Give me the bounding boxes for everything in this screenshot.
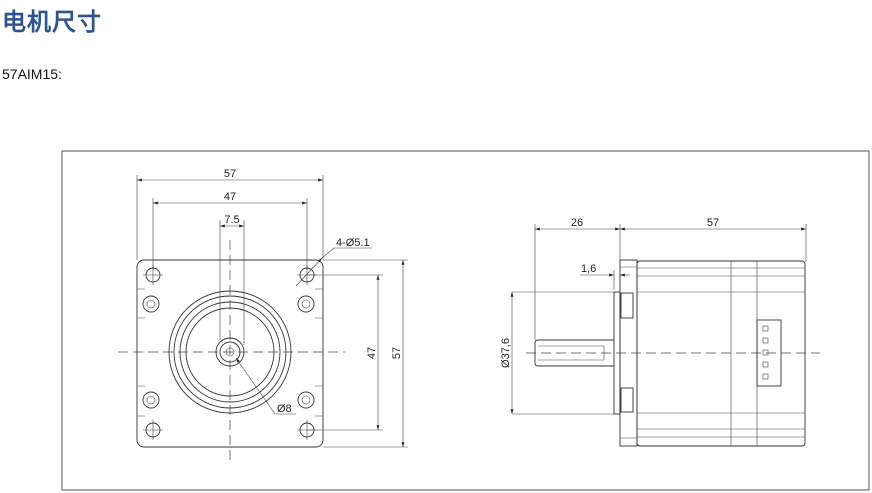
dim-body-length-57: 57 <box>707 217 719 229</box>
front-view: 57 47 7.5 47 57 4-Ø5.1 Ø8 <box>118 168 408 460</box>
dim-hole-spacing-v-47: 47 <box>366 347 378 359</box>
page-title: 电机尺寸 <box>2 8 102 36</box>
dim-hole-spacing-47: 47 <box>224 191 236 203</box>
bolt-heads <box>142 295 315 409</box>
dim-holes-4-d5-1: 4-Ø5.1 <box>336 237 370 249</box>
dim-key-7-5: 7.5 <box>224 214 239 226</box>
dim-width-57: 57 <box>224 168 236 180</box>
dim-pilot-d37-6: Ø37,6 <box>500 338 512 368</box>
drawing-frame <box>61 150 870 491</box>
dim-shaft-d8: Ø8 <box>277 403 292 415</box>
dim-flange-1-6: 1,6 <box>581 263 596 275</box>
side-view: 26 57 1,6 Ø37,6 <box>500 217 820 447</box>
model-label: 57AIM15: <box>2 66 62 82</box>
dim-height-57: 57 <box>391 347 403 359</box>
motor-body <box>636 260 806 447</box>
dim-shaft-length-26: 26 <box>571 217 583 229</box>
